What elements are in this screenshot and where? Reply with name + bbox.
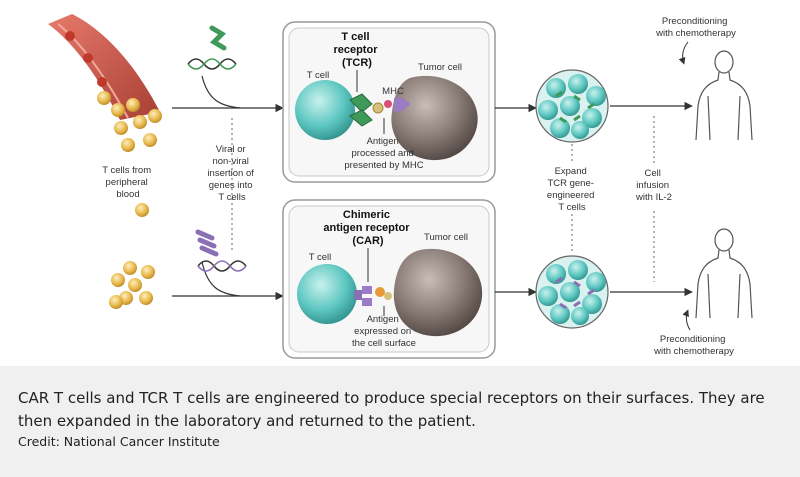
- blood-label: T cells from peripheral blood: [102, 165, 154, 200]
- tcr-panel: T cell receptor (TCR) T cell Tumor cell …: [282, 21, 496, 183]
- patient-top-icon: [695, 50, 753, 141]
- preconditioning-top-label: Preconditioning with chemotherapy: [655, 16, 736, 39]
- tcr-t-cell: [295, 80, 355, 140]
- credit-text: Credit: National Cancer Institute: [18, 434, 220, 449]
- car-receptor-icon: [354, 286, 392, 306]
- tcr-receptor-icon: [349, 93, 410, 127]
- caption-text: CAR T cells and TCR T cells are engineer…: [18, 389, 765, 430]
- blood-t-cells: [97, 91, 162, 309]
- dna-green-icon: [187, 25, 237, 70]
- insertion-label: Viral or non-viral insertion of genes in…: [207, 144, 256, 203]
- car-tcr-diagram: T cells from peripheral blood Viral or n…: [48, 14, 753, 359]
- car-panel: Chimeric antigen receptor (CAR) T cell T…: [282, 199, 496, 359]
- car-antigen-label: Antigen expressed on the cell surface: [352, 314, 416, 349]
- tcr-antigen-label: Antigen processed and presented by MHC: [344, 136, 423, 171]
- dna-purple-icon: [195, 229, 247, 272]
- car-tumor-cell-label: Tumor cell: [424, 232, 468, 243]
- car-title: Chimeric antigen receptor (CAR): [323, 209, 412, 247]
- tcr-tumor-cell: [391, 75, 478, 161]
- tcr-title: T cell receptor (TCR): [333, 31, 380, 69]
- tcr-expansion-sphere: [535, 69, 609, 143]
- expand-label: Expand TCR gene- engineered T cells: [547, 166, 597, 213]
- car-t-cell-label: T cell: [309, 252, 332, 263]
- tcr-t-cell-label: T cell: [307, 70, 330, 81]
- caption-box: CAR T cells and TCR T cells are engineer…: [0, 366, 800, 477]
- tcr-tumor-cell-label: Tumor cell: [418, 62, 462, 73]
- mhc-label: MHC: [382, 86, 404, 97]
- car-expansion-sphere: [535, 255, 609, 329]
- patient-bottom-icon: [695, 228, 753, 319]
- car-tumor-cell: [393, 248, 483, 337]
- infusion-label: Cell infusion with IL-2: [635, 168, 672, 203]
- car-t-cell: [297, 264, 357, 324]
- preconditioning-bottom-label: Preconditioning with chemotherapy: [653, 334, 734, 357]
